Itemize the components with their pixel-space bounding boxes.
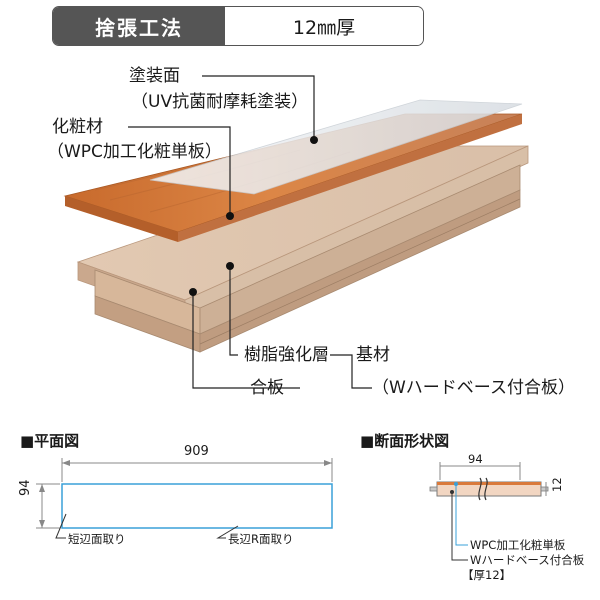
coating-layer: [149, 99, 523, 195]
section-thickness-label: 【厚12】: [462, 568, 512, 582]
long-edge-label: 長辺R面取り: [228, 532, 294, 546]
method-label: 捨張工法: [53, 7, 225, 45]
plan-width: 94: [18, 479, 33, 496]
leader-dots: [189, 136, 318, 296]
coating-detail: （UV抗菌耐摩耗塗装）: [131, 92, 309, 112]
plan-length: 909: [184, 444, 209, 459]
section-width: 94: [468, 452, 483, 466]
plan-view-title: ■平面図: [20, 432, 80, 450]
base-name: 基材: [356, 345, 390, 365]
plywood-name: 合板: [250, 378, 284, 398]
resin-name: 樹脂強化層: [244, 345, 329, 365]
section-veneer-label: WPC加工化粧単板: [470, 538, 566, 552]
base-detail: （Wハードベース付合板）: [372, 378, 575, 398]
coating-name: 塗装面: [129, 66, 180, 86]
section-view-title: ■断面形状図: [360, 432, 450, 450]
leader-lines: [128, 75, 372, 389]
section-view-drawing: [429, 462, 549, 561]
plan-view-drawing: [36, 458, 333, 539]
short-edge-label: 短辺面取り: [68, 532, 126, 546]
header-box: 捨張工法 12㎜厚: [52, 6, 424, 46]
section-base-label: Wハードベース付合板: [470, 553, 585, 567]
veneer-detail: （WPC加工化粧単板）: [47, 142, 222, 162]
thickness-label: 12㎜厚: [225, 7, 423, 45]
plywood-layer: [76, 145, 529, 353]
veneer-name: 化粧材: [52, 117, 103, 137]
section-thickness: 12: [550, 477, 564, 492]
